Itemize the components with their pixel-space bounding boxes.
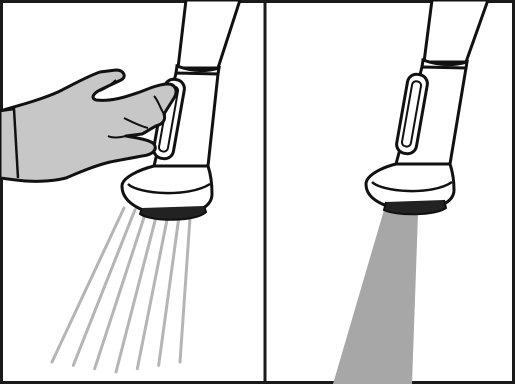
faucet-diagram	[0, 0, 515, 384]
instruction-illustration	[0, 0, 515, 384]
